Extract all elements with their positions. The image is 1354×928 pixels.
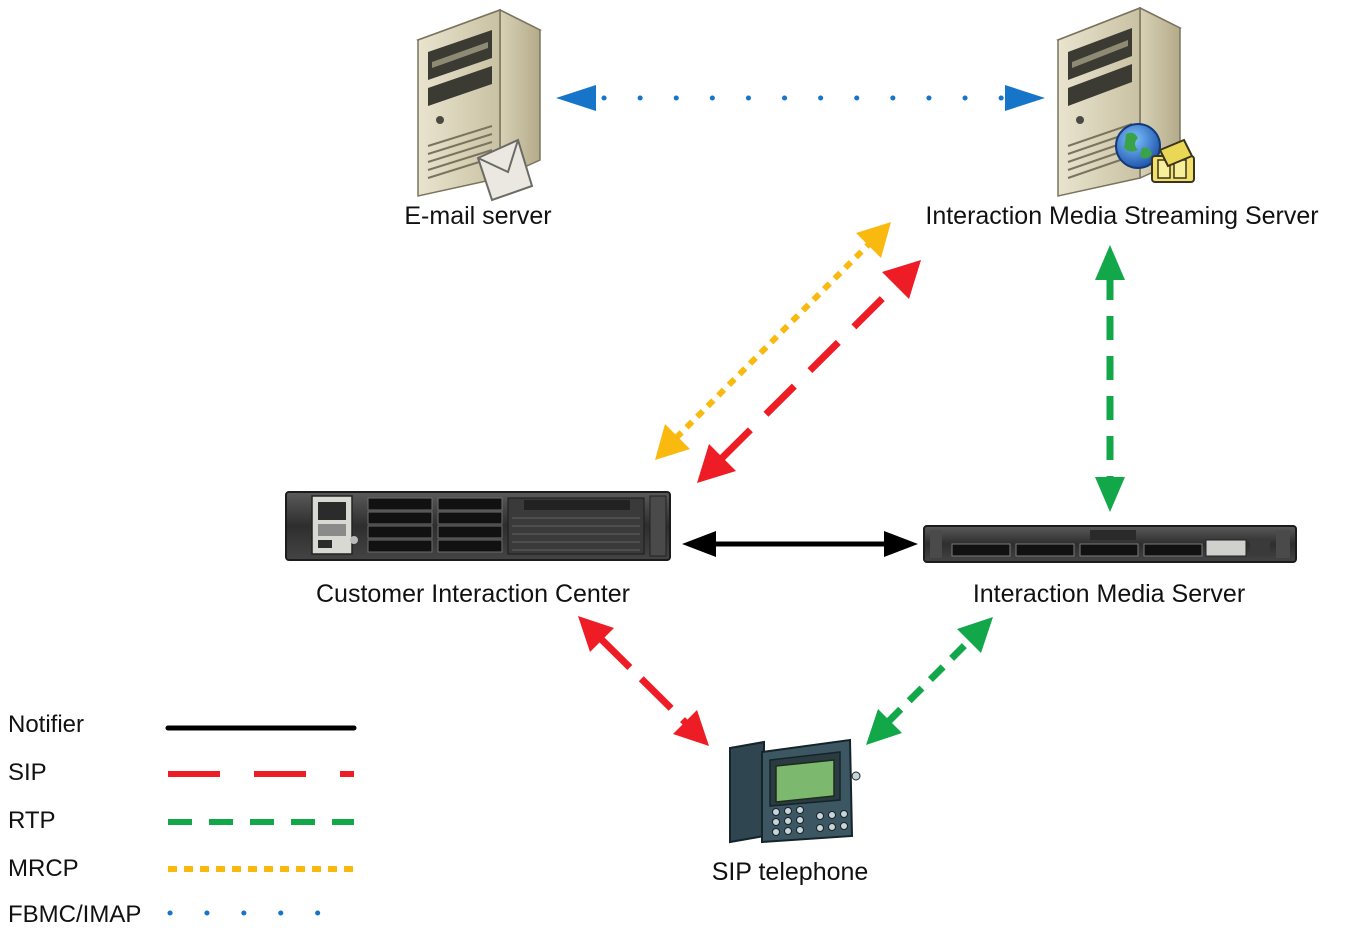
email-server-node: E-mail server	[404, 8, 552, 230]
desk-phone-icon	[729, 738, 861, 844]
connector-cic-phone-sip	[578, 616, 709, 746]
arrowhead-icon	[856, 222, 891, 258]
film-reel-icon	[1151, 138, 1195, 183]
arrowhead-icon	[655, 424, 690, 460]
connector-cic-streaming-sip	[697, 260, 921, 483]
sip-phone-label: SIP telephone	[712, 858, 869, 886]
connector-cic-media-notifier	[682, 531, 918, 557]
arrowhead-left-icon	[682, 531, 716, 557]
tower-server-icon	[416, 8, 542, 197]
arrowhead-icon	[882, 260, 921, 299]
rack-server-icon	[285, 491, 671, 561]
globe-icon	[1115, 123, 1161, 169]
arrowhead-icon	[578, 616, 614, 652]
media-server-node: Interaction Media Server	[923, 525, 1297, 608]
tower-server-icon	[1056, 6, 1182, 197]
arrowhead-icon	[673, 710, 709, 746]
legend-item-notifier: Notifier	[8, 711, 357, 738]
sip-phone-node: SIP telephone	[712, 738, 869, 886]
connector-email-streaming-fbmc	[556, 85, 1045, 111]
legend-label: SIP	[8, 759, 47, 786]
streaming-server-node: Interaction Media Streaming Server	[925, 6, 1319, 230]
connector-cic-streaming-mrcp	[655, 222, 891, 460]
legend-label: MRCP	[8, 855, 79, 882]
legend-label: Notifier	[8, 711, 84, 738]
arrowhead-down-icon	[1095, 477, 1125, 512]
legend-item-rtp: RTP	[8, 807, 354, 834]
cic-label: Customer Interaction Center	[316, 580, 630, 608]
email-server-label: E-mail server	[404, 202, 551, 230]
arrowhead-right-icon	[1005, 85, 1045, 111]
connector-streaming-media-rtp	[1095, 245, 1125, 512]
streaming-server-label: Interaction Media Streaming Server	[925, 202, 1318, 230]
connector-media-phone-rtp	[866, 617, 993, 745]
rack-server-icon	[923, 525, 1297, 563]
arrowhead-icon	[957, 617, 993, 653]
envelope-icon	[476, 138, 534, 202]
arrowhead-up-icon	[1095, 245, 1125, 280]
arrowhead-icon	[697, 444, 736, 483]
legend-label: RTP	[8, 807, 56, 834]
media-server-label: Interaction Media Server	[973, 580, 1245, 608]
legend-item-mrcp: MRCP	[8, 855, 354, 882]
arrowhead-right-icon	[884, 531, 918, 557]
legend: Notifier SIP RTP MRCP FBMC/IMAP	[8, 711, 357, 928]
legend-item-sip: SIP	[8, 759, 354, 786]
arrowhead-left-icon	[556, 85, 596, 111]
legend-item-fbmc-imap: FBMC/IMAP	[8, 901, 357, 928]
arrowhead-icon	[866, 709, 902, 745]
cic-node: Customer Interaction Center	[285, 491, 671, 608]
legend-label: FBMC/IMAP	[8, 901, 141, 928]
